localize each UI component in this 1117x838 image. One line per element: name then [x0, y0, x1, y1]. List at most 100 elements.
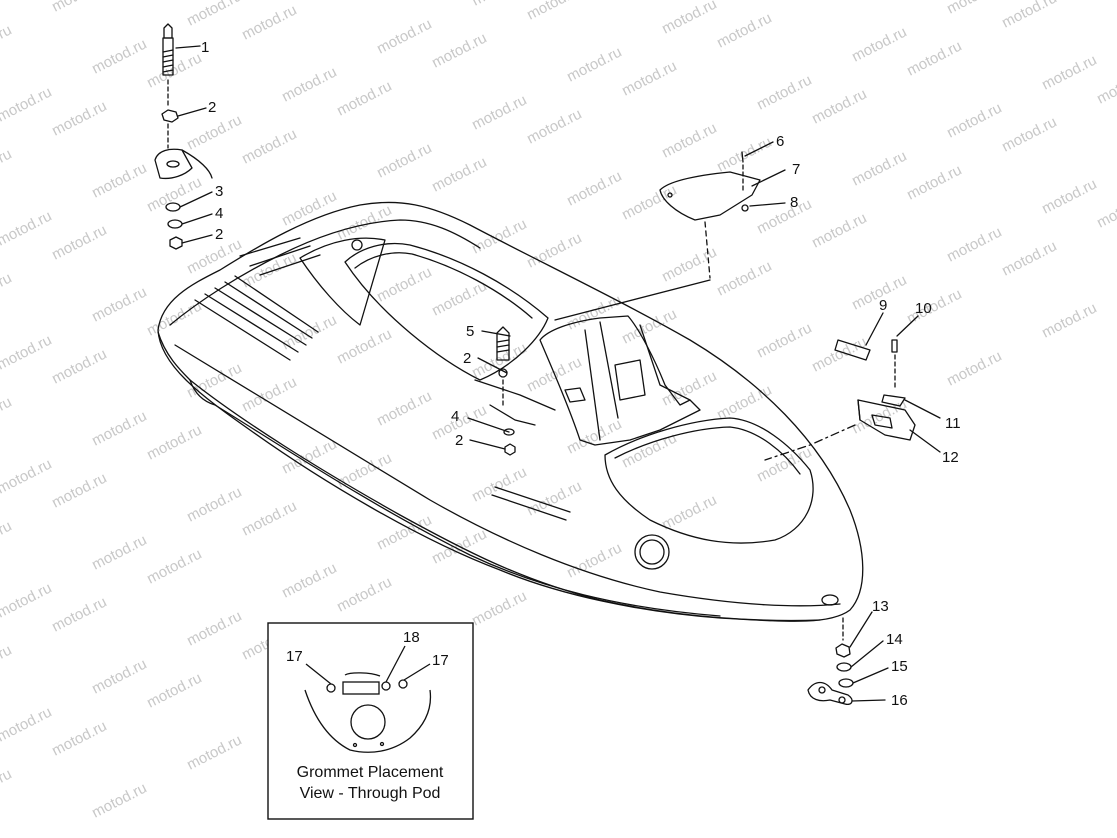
watermark-text: motod.ru	[619, 430, 679, 472]
watermark-text: motod.ru	[89, 160, 149, 202]
watermark-text: motod.ru	[184, 484, 244, 526]
watermark-text: motod.ru	[524, 0, 584, 24]
watermark-text: motod.ru	[809, 86, 869, 128]
watermark-text: motod.ru	[524, 478, 584, 520]
watermark-text: motod.ru	[619, 58, 679, 100]
callout-15: 15	[891, 658, 908, 675]
callout-16: 16	[891, 692, 908, 709]
grommet-inset: 17 18 17	[267, 622, 474, 820]
watermark-text: motod.ru	[809, 210, 869, 252]
watermark-text: motod.ru	[144, 546, 204, 588]
stud-assembly-left	[154, 23, 213, 250]
watermark-text: motod.ru	[49, 470, 109, 512]
inset-caption-line-1: Grommet Placement	[296, 764, 444, 781]
stud-assembly-center	[489, 326, 536, 456]
watermark-text: motod.ru	[279, 312, 339, 354]
watermark-text: motod.ru	[469, 464, 529, 506]
watermark-text: motod.ru	[0, 394, 15, 436]
watermark-text: motod.ru	[89, 656, 149, 698]
callout-3: 3	[215, 183, 223, 200]
watermark-text: motod.ru	[89, 36, 149, 78]
watermark-text: motod.ru	[904, 162, 964, 204]
watermark-text: motod.ru	[239, 374, 299, 416]
watermark-text: motod.ru	[469, 92, 529, 134]
callout-4: 4	[451, 408, 459, 425]
watermark-text: motod.ru	[944, 348, 1004, 390]
watermark-text: motod.ru	[809, 0, 869, 4]
watermark-text: motod.ru	[184, 732, 244, 774]
watermark-text: motod.ru	[659, 244, 719, 286]
block-assembly	[764, 339, 916, 461]
watermark-text: motod.ru	[944, 0, 1004, 18]
watermark-text: motod.ru	[374, 388, 434, 430]
callout-14: 14	[886, 631, 903, 648]
watermark-text: motod.ru	[239, 2, 299, 44]
watermark-text: motod.ru	[0, 456, 55, 498]
watermark-text: motod.ru	[0, 642, 15, 684]
callout-2: 2	[215, 226, 223, 243]
callout-18: 18	[403, 629, 420, 646]
watermark-text: motod.ru	[49, 346, 109, 388]
watermark-text: motod.ru	[144, 298, 204, 340]
watermark-text: motod.ru	[144, 422, 204, 464]
watermark-text: motod.ru	[429, 30, 489, 72]
watermark-text: motod.ru	[89, 408, 149, 450]
watermark-text: motod.ru	[0, 22, 15, 64]
plate-assembly	[554, 151, 761, 321]
callout-12: 12	[942, 449, 959, 466]
watermark-text: motod.ru	[714, 382, 774, 424]
watermark-text: motod.ru	[564, 168, 624, 210]
callout-2: 2	[455, 432, 463, 449]
callout-9: 9	[879, 297, 887, 314]
watermark-text: motod.ru	[0, 84, 55, 126]
watermark-text: motod.ru	[469, 0, 529, 10]
watermark-text: motod.ru	[999, 114, 1059, 156]
watermark-text: motod.ru	[334, 574, 394, 616]
watermark-text: motod.ru	[334, 78, 394, 120]
watermark-text: motod.ru	[184, 112, 244, 154]
watermark-text: motod.ru	[469, 588, 529, 630]
inset-caption-line-2: View - Through Pod	[299, 785, 441, 802]
watermark-text: motod.ru	[239, 126, 299, 168]
watermark-text: motod.ru	[564, 292, 624, 334]
watermark-text: motod.ru	[714, 134, 774, 176]
watermark-text: motod.ru	[49, 0, 109, 16]
watermark-text: motod.ru	[374, 140, 434, 182]
hull-body	[157, 201, 864, 622]
watermark-text: motod.ru	[239, 498, 299, 540]
watermark-text: motod.ru	[374, 16, 434, 58]
watermark-text: motod.ru	[334, 202, 394, 244]
watermark-text: motod.ru	[49, 222, 109, 264]
watermark-text: motod.ru	[944, 100, 1004, 142]
watermark-text: motod.ru	[754, 72, 814, 114]
watermark-text: motod.ru	[1094, 190, 1117, 232]
watermark-text: motod.ru	[184, 360, 244, 402]
watermark-text: motod.ru	[564, 44, 624, 86]
watermark-text: motod.ru	[374, 264, 434, 306]
watermark-text: motod.ru	[0, 146, 15, 188]
watermark-text: motod.ru	[1039, 300, 1099, 342]
callout-5: 5	[466, 323, 474, 340]
watermark-text: motod.ru	[619, 182, 679, 224]
leader-lines	[175, 45, 941, 702]
watermark-text: motod.ru	[659, 492, 719, 534]
watermark-text: motod.ru	[904, 38, 964, 80]
watermark-text: motod.ru	[334, 326, 394, 368]
watermark-text: motod.ru	[184, 608, 244, 650]
watermark-text: motod.ru	[714, 10, 774, 52]
watermark-text: motod.ru	[659, 0, 719, 38]
bow-fastener-assembly	[807, 617, 854, 706]
watermark-text: motod.ru	[279, 560, 339, 602]
inset-caption: Grommet Placement View - Through Pod	[272, 762, 468, 804]
callout-11: 11	[945, 415, 961, 432]
watermark-text: motod.ru	[144, 670, 204, 712]
watermark-text: motod.ru	[999, 238, 1059, 280]
watermark-text: motod.ru	[49, 594, 109, 636]
watermark-text: motod.ru	[89, 780, 149, 822]
callout-7: 7	[792, 161, 800, 178]
watermark-text: motod.ru	[564, 540, 624, 582]
watermark-text: motod.ru	[0, 704, 55, 746]
watermark-text: motod.ru	[49, 718, 109, 760]
